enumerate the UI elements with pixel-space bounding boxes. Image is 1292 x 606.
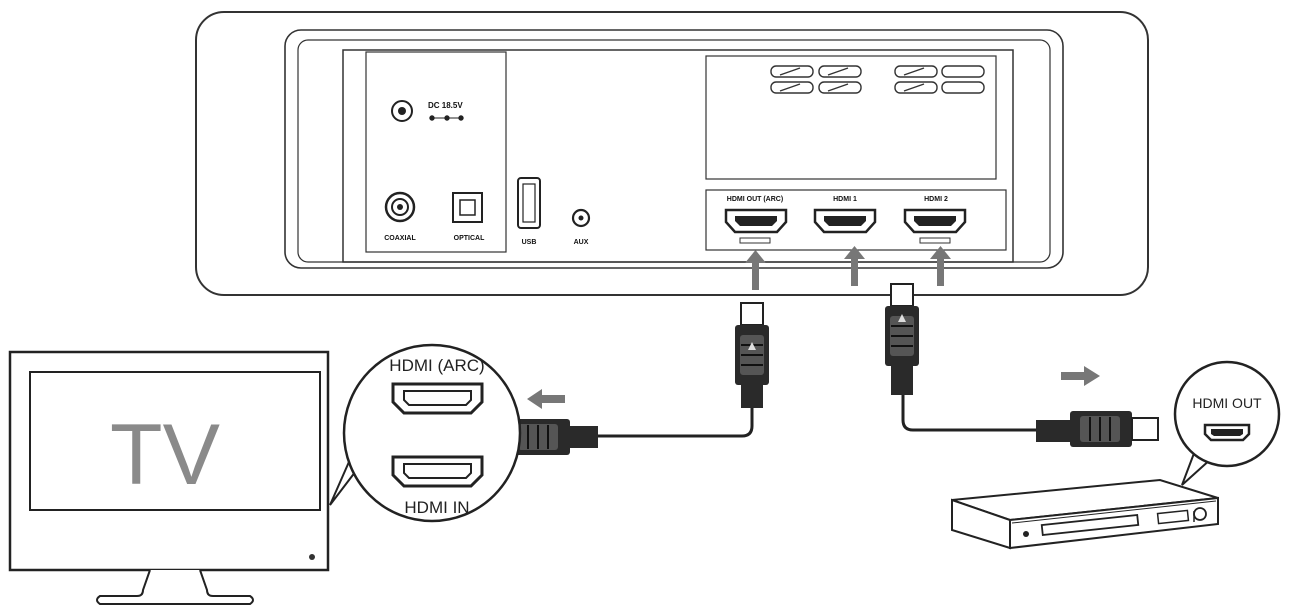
hdmi-out-arc-label: HDMI OUT (ARC) bbox=[727, 196, 783, 203]
tv-hdmi-callout: HDMI (ARC) HDMI IN bbox=[329, 343, 522, 523]
hdmi1-label: HDMI 1 bbox=[833, 196, 857, 203]
tv-power-led bbox=[309, 554, 315, 560]
hdmi2-port bbox=[903, 208, 967, 234]
media-player bbox=[951, 478, 1219, 550]
arrow-up-hdmi1-icon bbox=[844, 246, 865, 286]
tv-stand bbox=[96, 569, 254, 605]
arrow-up-hdmi2-icon bbox=[930, 246, 951, 286]
tv-screen-text: TV bbox=[110, 407, 220, 503]
disc-tray bbox=[1040, 514, 1140, 536]
arrow-right-icon bbox=[1061, 366, 1100, 386]
dc-label: DC 18.5V bbox=[428, 101, 463, 110]
hdmi-cable-player bbox=[885, 283, 1159, 447]
aux-port: AUX bbox=[571, 208, 591, 246]
hdmi-cable-tv bbox=[483, 302, 769, 455]
vent-slots bbox=[770, 65, 985, 94]
hdmi-out-arc-port bbox=[724, 208, 788, 234]
coaxial-port: COAXIAL bbox=[384, 191, 416, 242]
optical-port: OPTICAL bbox=[452, 192, 485, 242]
arrow-up-hdmi-out-icon bbox=[745, 250, 766, 290]
usb-port: USB bbox=[517, 177, 541, 246]
player-hdmi-callout: HDMI OUT bbox=[1173, 360, 1281, 486]
soundbar-hdmi-ports: HDMI OUT (ARC) HDMI 1 HDMI 2 bbox=[724, 196, 967, 244]
optical-label: OPTICAL bbox=[454, 235, 485, 242]
aux-label: AUX bbox=[574, 239, 589, 246]
soundbar-rear-panel bbox=[195, 11, 1149, 296]
tv-hdmi-in-port bbox=[391, 455, 484, 488]
hdmi2-label: HDMI 2 bbox=[924, 196, 948, 203]
player-hdmi-out-label: HDMI OUT bbox=[1192, 395, 1262, 411]
dc-polarity-icon bbox=[429, 115, 464, 121]
tv-hdmi-in-label: HDMI IN bbox=[404, 498, 469, 517]
hdmi1-port bbox=[813, 208, 877, 234]
dc-power-jack: DC 18.5V bbox=[391, 100, 464, 122]
usb-label: USB bbox=[522, 239, 537, 246]
coaxial-label: COAXIAL bbox=[384, 235, 416, 242]
tv: TV bbox=[8, 350, 330, 605]
arrow-left-icon bbox=[527, 389, 565, 409]
tv-hdmi-arc-label: HDMI (ARC) bbox=[389, 356, 484, 375]
tv-hdmi-arc-port bbox=[391, 382, 484, 415]
